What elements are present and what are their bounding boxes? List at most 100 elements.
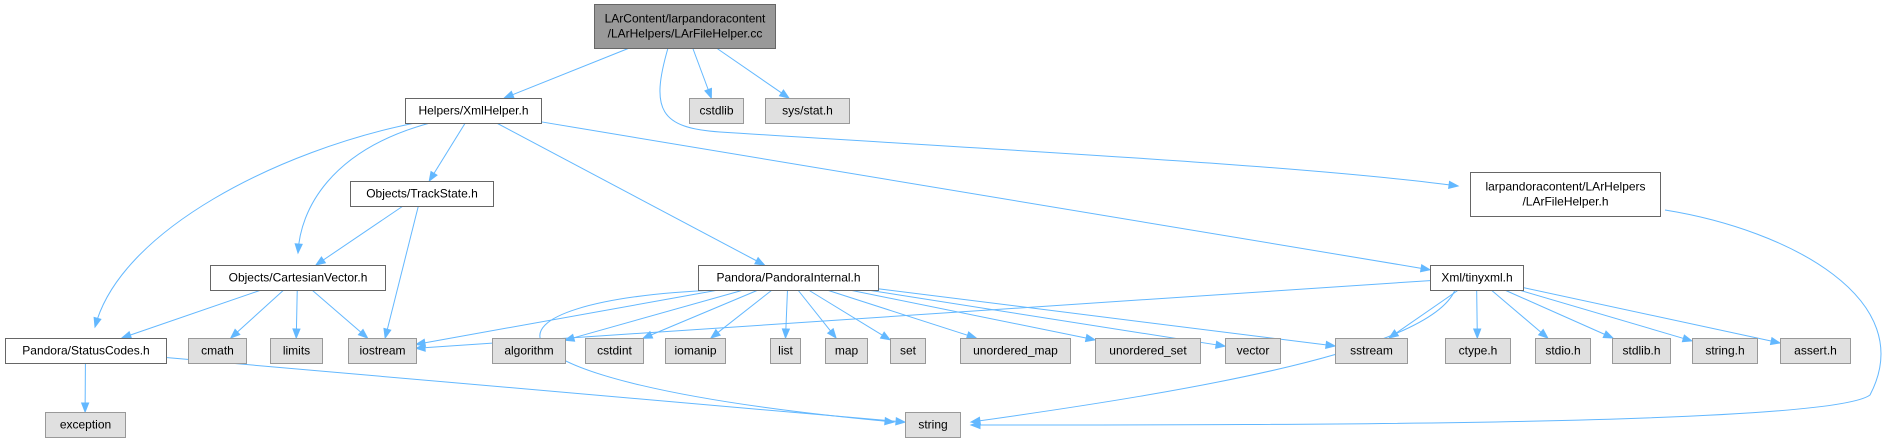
- edge-line: [540, 121, 1423, 269]
- node-pandorainternal[interactable]: Pandora/PandoraInternal.h: [698, 265, 879, 291]
- node-algorithm: algorithm: [492, 338, 566, 364]
- node-box: [210, 265, 386, 291]
- edge-line: [1476, 289, 1478, 331]
- node-exception: exception: [45, 412, 126, 438]
- node-label: string.h: [1705, 344, 1744, 358]
- edge-tinyxml-to-iostream-arrowhead: [414, 343, 426, 352]
- edge-tinyxml-to-ctype-arrowhead: [1472, 328, 1482, 340]
- edge-line: [877, 288, 1328, 346]
- node-label: unordered_map: [973, 344, 1058, 358]
- node-iomanip: iomanip: [665, 338, 726, 364]
- edge-trackstate-to-cartesian: [314, 205, 404, 266]
- edge-statuscodes-to-exception-arrowhead: [80, 402, 90, 414]
- edge-line: [808, 289, 884, 337]
- edge-line: [322, 205, 404, 261]
- node-box: [585, 338, 644, 364]
- edge-xmlhelper-to-statuscodes: [93, 122, 416, 329]
- node-statuscodes[interactable]: Pandora/StatusCodes.h: [5, 338, 167, 364]
- node-box: [1430, 265, 1524, 291]
- node-label: cmath: [201, 344, 234, 358]
- edge-cartesian-to-limits-arrowhead: [292, 328, 301, 340]
- node-label: Xml/tinyxml.h: [1441, 271, 1512, 285]
- node-box: [1612, 338, 1671, 364]
- node-cmath: cmath: [188, 338, 247, 364]
- node-box: [665, 338, 726, 364]
- node-label: larpandoracontent/LArHelpers: [1485, 180, 1645, 194]
- edge-root-to-sysstat-arrowhead: [778, 89, 791, 99]
- node-box: [1445, 338, 1511, 364]
- edge-tinyxml-to-string: [969, 289, 1456, 425]
- node-label: cstdlib: [699, 104, 733, 118]
- node-trackstate[interactable]: Objects/TrackState.h: [350, 181, 494, 207]
- edge-line: [1518, 289, 1685, 340]
- edge-line: [433, 122, 466, 175]
- edge-pandorainternal-to-unordered_set: [849, 289, 1097, 343]
- edge-line: [716, 47, 783, 94]
- edge-xmlhelper-to-trackstate: [428, 122, 466, 183]
- node-label: iostream: [359, 344, 405, 358]
- node-label: sys/stat.h: [782, 104, 833, 118]
- node-cartesian[interactable]: Objects/CartesianVector.h: [210, 265, 386, 291]
- edge-tinyxml-to-ctype: [1472, 289, 1482, 340]
- node-label: /LArFileHelper.h: [1522, 195, 1608, 209]
- edge-cartesian-to-iostream-arrowhead: [357, 328, 369, 339]
- edge-pandorainternal-to-list: [781, 289, 791, 340]
- edge-tinyxml-to-assert: [1522, 287, 1782, 346]
- edge-line: [1490, 289, 1542, 334]
- node-box: [825, 338, 868, 364]
- node-box: [890, 338, 926, 364]
- edge-line: [311, 289, 362, 334]
- edge-statuscodes-to-string: [165, 357, 907, 426]
- edge-pandorainternal-to-map-arrowhead: [826, 327, 837, 340]
- edge-root-to-sysstat: [716, 47, 791, 99]
- node-label: set: [900, 344, 917, 358]
- edge-xmlhelper-to-pandorainternal: [496, 122, 766, 266]
- edge-root-to-cstdlib: [692, 47, 712, 100]
- edge-cartesian-to-statuscodes: [120, 289, 262, 339]
- edge-pandorainternal-to-list-arrowhead: [781, 328, 791, 340]
- edge-cartesian-to-cmath-arrowhead: [229, 328, 241, 339]
- edge-pandorainternal-to-cstdint-arrowhead: [641, 330, 654, 339]
- edge-cartesian-to-statuscodes-arrowhead: [120, 330, 133, 339]
- edge-tinyxml-to-stringh-arrowhead: [1681, 334, 1694, 343]
- node-label: exception: [60, 418, 111, 432]
- edge-root-to-xmlhelper-arrowhead: [503, 90, 515, 99]
- edge-tinyxml-to-string-arrowhead: [969, 416, 981, 425]
- node-root: LArContent/larpandoracontent/LArHelpers/…: [594, 4, 776, 49]
- node-label: assert.h: [1794, 344, 1837, 358]
- node-box: [270, 338, 323, 364]
- edge-trackstate-to-cartesian-arrowhead: [314, 256, 327, 266]
- node-label: iomanip: [674, 344, 716, 358]
- node-box: [698, 265, 879, 291]
- node-xmlhelper[interactable]: Helpers/XmlHelper.h: [405, 98, 542, 124]
- node-label: stdio.h: [1545, 344, 1580, 358]
- edge-pandorainternal-to-vector: [867, 289, 1227, 349]
- edge-line: [165, 357, 898, 422]
- edge-line: [659, 47, 1459, 187]
- node-sysstat: sys/stat.h: [765, 98, 850, 124]
- edge-xmlhelper-to-trackstate-arrowhead: [428, 170, 438, 183]
- node-label: Helpers/XmlHelper.h: [418, 104, 528, 118]
- node-label: Pandora/StatusCodes.h: [22, 344, 149, 358]
- node-larfilehelper[interactable]: larpandoracontent/LArHelpers/LArFileHelp…: [1470, 172, 1661, 217]
- edge-line: [797, 289, 832, 333]
- node-box: [5, 338, 167, 364]
- edge-xmlhelper-to-cartesian-arrowhead: [294, 243, 303, 255]
- node-iostream: iostream: [348, 338, 417, 364]
- node-tinyxml[interactable]: Xml/tinyxml.h: [1430, 265, 1524, 291]
- edge-root-to-cstdlib-arrowhead: [704, 87, 712, 100]
- node-stringh: string.h: [1692, 338, 1758, 364]
- edge-tinyxml-to-stdio-arrowhead: [1537, 328, 1549, 339]
- node-box: [350, 181, 494, 207]
- edge-pandorainternal-to-set-arrowhead: [879, 331, 892, 341]
- node-box: [492, 338, 566, 364]
- node-cstdint: cstdint: [585, 338, 644, 364]
- edge-line: [867, 289, 1218, 346]
- node-cstdlib: cstdlib: [689, 98, 744, 124]
- edge-tinyxml-to-iostream: [414, 280, 1431, 352]
- node-map: map: [825, 338, 868, 364]
- edge-xmlhelper-to-tinyxml: [540, 121, 1432, 273]
- edge-line: [496, 122, 758, 262]
- node-label: cstdint: [597, 344, 632, 358]
